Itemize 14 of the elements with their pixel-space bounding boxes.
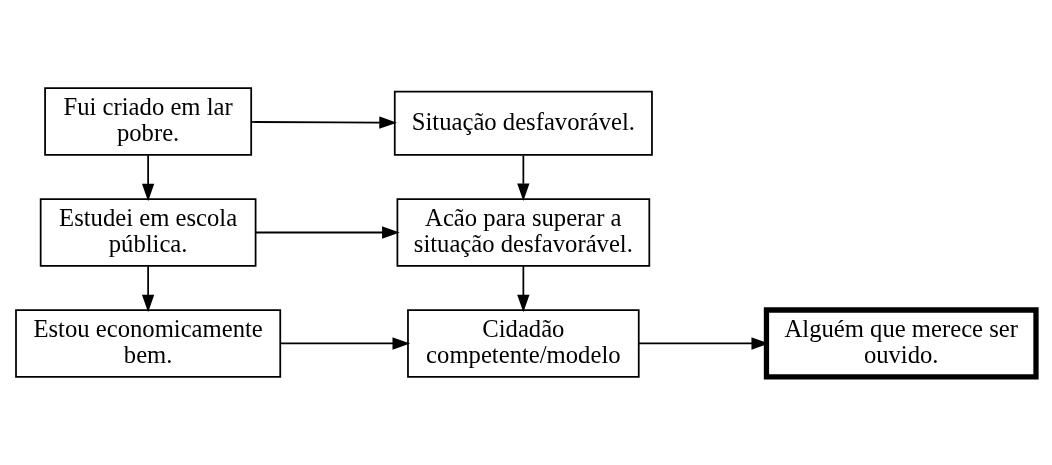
node-box: Cidadão competente/modelo bbox=[407, 309, 640, 378]
node-box: Acão para superar a situação desfavorável. bbox=[396, 198, 651, 267]
arrow bbox=[255, 226, 400, 239]
arrow bbox=[279, 337, 411, 350]
node-box: Estou economicamente bem. bbox=[15, 309, 282, 378]
arrow bbox=[517, 265, 530, 313]
arrow bbox=[141, 154, 155, 202]
node-box: Fui criado em lar pobre. bbox=[44, 87, 253, 156]
arrow bbox=[250, 116, 397, 129]
node-box: Alguém que merece ser ouvido. bbox=[763, 307, 1039, 380]
node-box: Estudei em escola pública. bbox=[39, 198, 257, 267]
arrow bbox=[517, 154, 530, 202]
node-box: Situação desfavorável. bbox=[393, 90, 653, 156]
arrow bbox=[141, 265, 155, 313]
